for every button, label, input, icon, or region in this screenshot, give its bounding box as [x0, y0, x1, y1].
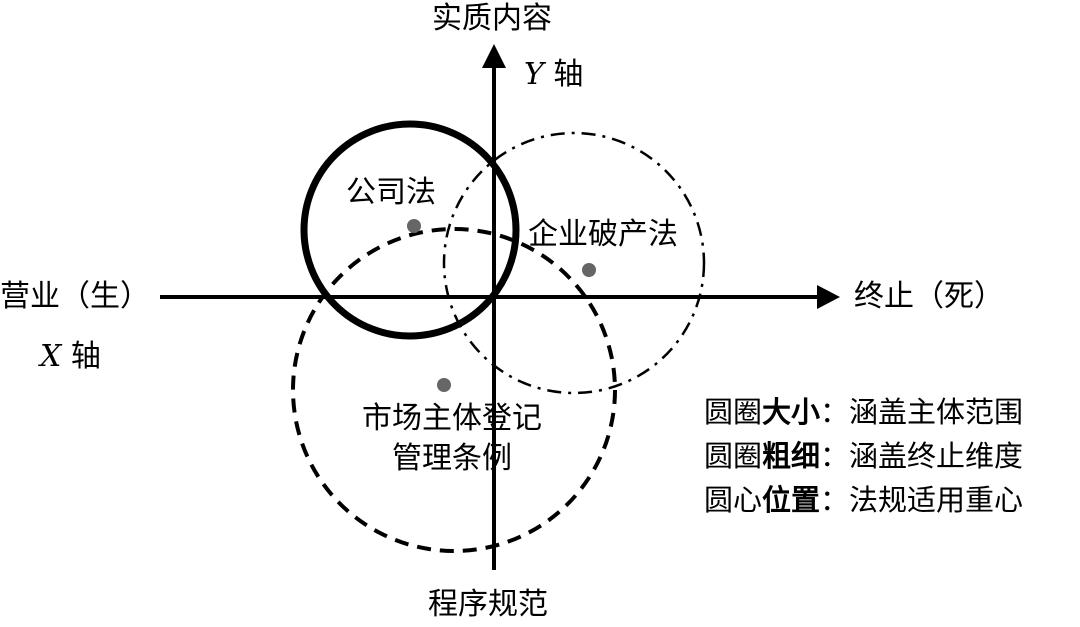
company-law-label: 公司法 [346, 175, 436, 210]
company-law-center-dot [407, 219, 421, 233]
y-axis-top-label: 实质内容 [432, 1, 552, 36]
legend-key-bold: 粗细 [762, 439, 821, 473]
legend-row: 圆圈粗细：涵盖终止维度 [704, 434, 1023, 478]
legend-row: 圆心位置：法规适用重心 [704, 478, 1023, 522]
legend-value: 涵盖主体范围 [849, 395, 1024, 429]
x-axis-name-text: 轴 [70, 339, 101, 374]
registration-label-line1: 市场主体登记 [362, 401, 542, 436]
bankruptcy-law-center-dot [582, 263, 596, 277]
legend-key-plain: 圆圈 [704, 395, 763, 429]
x-axis-right-label: 终止（死） [854, 279, 1004, 314]
legend-colon: ： [820, 439, 850, 473]
legend-key-bold: 大小 [762, 395, 821, 429]
legend: 圆圈大小：涵盖主体范围 圆圈粗细：涵盖终止维度 圆心位置：法规适用重心 [704, 390, 1023, 522]
legend-key-bold: 位置 [762, 483, 821, 517]
x-axis-arrow [817, 285, 840, 309]
y-axis-var: Y [524, 57, 544, 92]
legend-key-plain: 圆心 [704, 483, 763, 517]
registration-label-line2: 管理条例 [392, 441, 512, 476]
x-axis-left-label: 营业（生） [0, 279, 150, 314]
registration-circle [291, 227, 617, 553]
y-axis-name: Y 轴 [524, 58, 583, 91]
legend-colon: ： [820, 395, 850, 429]
x-axis-var: X [40, 339, 62, 374]
y-axis-bottom-label: 程序规范 [428, 587, 548, 622]
legend-value: 法规适用重心 [849, 483, 1024, 517]
y-axis-arrow [482, 44, 506, 68]
registration-center-dot [437, 378, 451, 392]
bankruptcy-law-label: 企业破产法 [528, 217, 678, 252]
x-axis-name: X 轴 [40, 340, 101, 373]
legend-colon: ： [820, 483, 850, 517]
legend-key-plain: 圆圈 [704, 439, 763, 473]
legend-row: 圆圈大小：涵盖主体范围 [704, 390, 1023, 434]
bankruptcy-law-circle [442, 131, 706, 395]
legend-value: 涵盖终止维度 [849, 439, 1024, 473]
y-axis-name-text: 轴 [553, 57, 584, 92]
company-law-circle [300, 120, 520, 340]
